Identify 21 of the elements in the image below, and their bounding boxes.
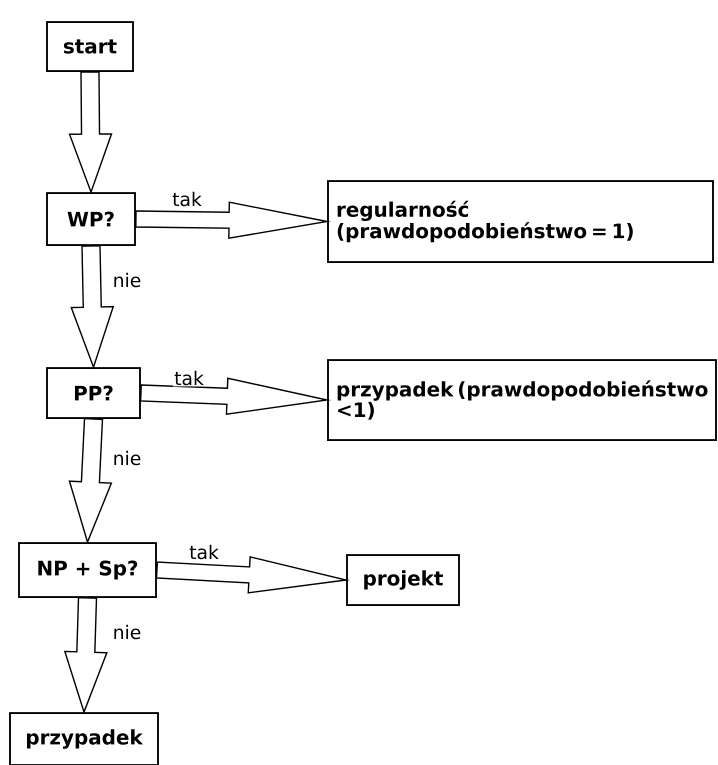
block-arrow bbox=[68, 418, 112, 544]
process-box: przypadek (prawdopodobieństwo <1) bbox=[327, 359, 717, 441]
block-arrow bbox=[156, 556, 350, 594]
edge-label: nie bbox=[112, 624, 142, 640]
edge-label: tak bbox=[172, 370, 206, 386]
block-arrow bbox=[135, 201, 331, 240]
process-box: przypadek bbox=[9, 712, 159, 765]
process-box: start bbox=[46, 21, 134, 72]
edge-label: tak bbox=[188, 544, 220, 560]
process-box: regularność (prawdopodobieństwo = 1) bbox=[327, 180, 714, 263]
edge-label: tak bbox=[170, 190, 204, 208]
process-box: PP? bbox=[46, 367, 141, 419]
block-arrow bbox=[68, 71, 113, 194]
block-arrow bbox=[140, 377, 332, 416]
process-box: NP + Sp? bbox=[18, 542, 157, 598]
block-arrow bbox=[70, 245, 114, 370]
process-box: WP? bbox=[46, 192, 136, 246]
edge-label: nie bbox=[112, 450, 142, 466]
process-box: projekt bbox=[346, 554, 460, 606]
edge-label: nie bbox=[112, 272, 142, 288]
block-arrow bbox=[64, 596, 108, 714]
